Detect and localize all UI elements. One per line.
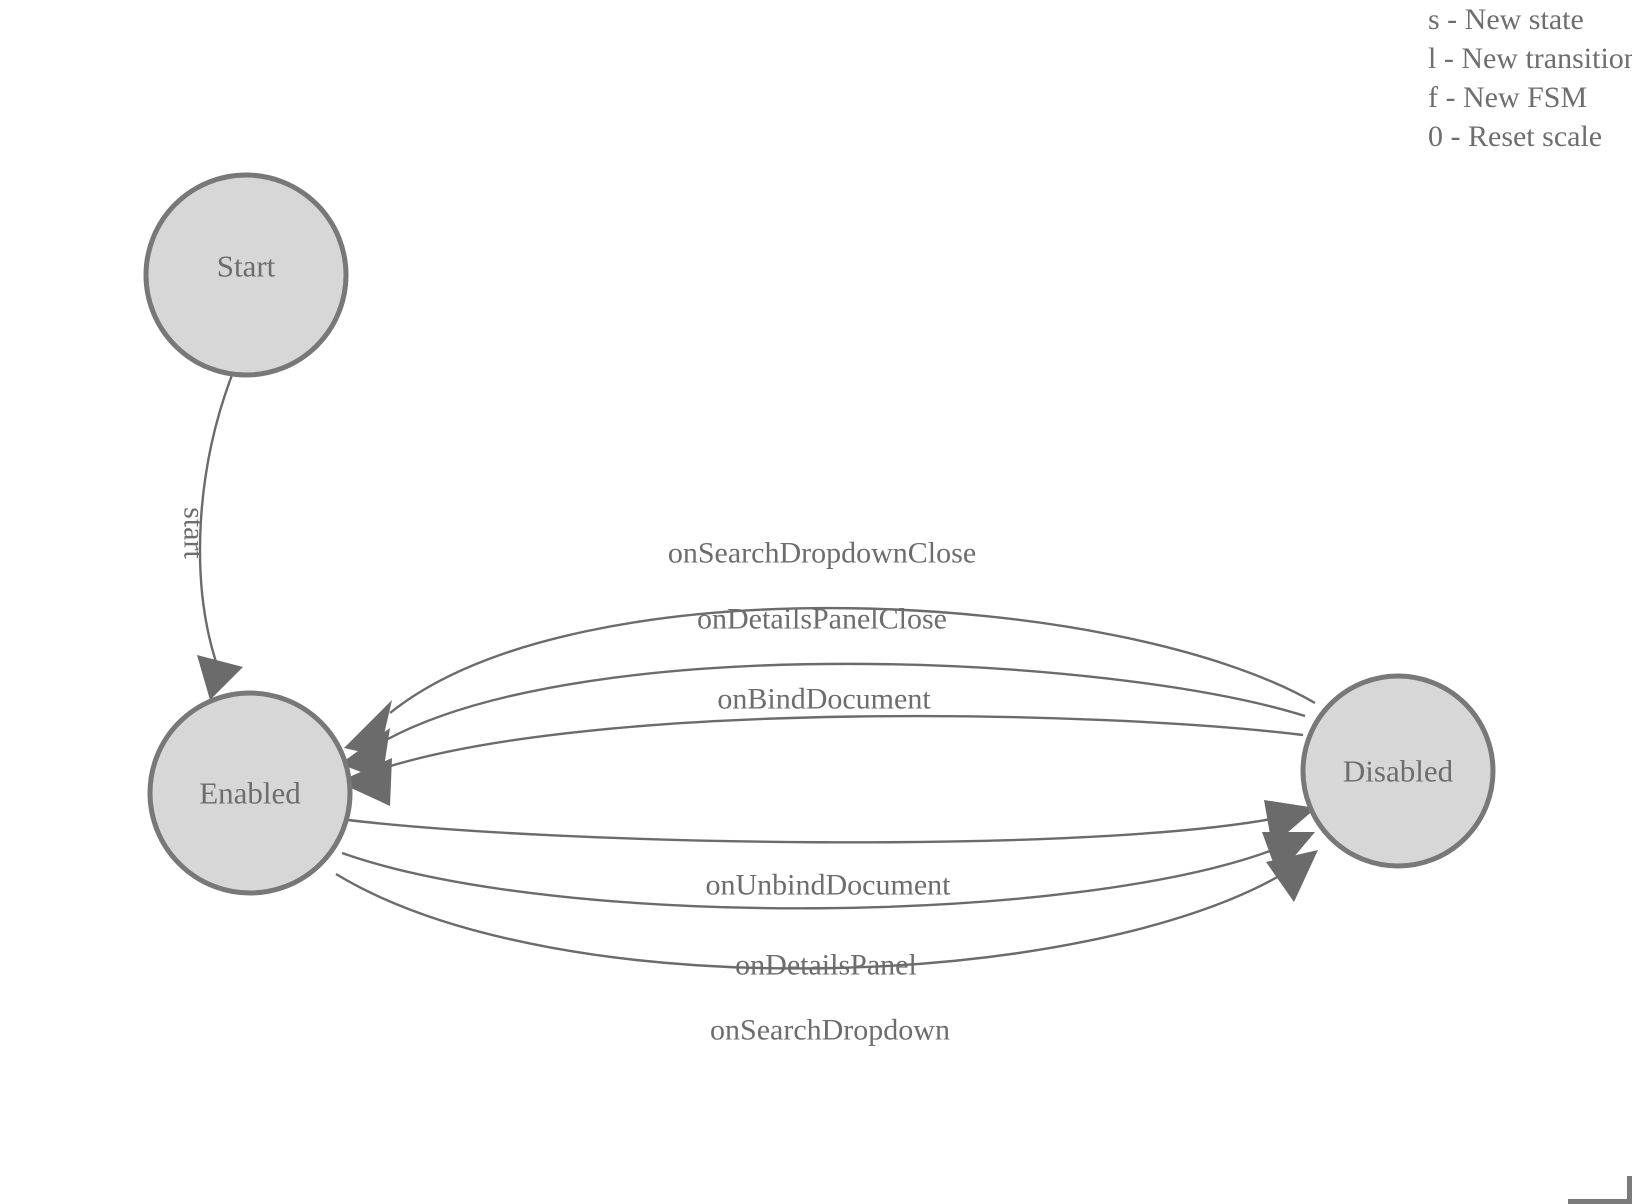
- state-label-start: Start: [217, 249, 276, 284]
- edge-label-ondetailspanelclose: onDetailsPanelClose: [697, 603, 947, 636]
- transition-onsearchdropdown[interactable]: onSearchDropdown: [335, 850, 1318, 1047]
- state-node-start[interactable]: Start: [143, 172, 349, 378]
- edge-path-onsearchdropdownclose[interactable]: [389, 606, 1316, 714]
- edge-path-ondetailspanel[interactable]: [341, 846, 1279, 910]
- arrow-head-onsearchdropdown: [1266, 850, 1318, 902]
- transition-start[interactable]: start: [178, 374, 244, 700]
- edge-label-onsearchdropdown: onSearchDropdown: [710, 1014, 950, 1047]
- state-node-disabled[interactable]: Disabled: [1300, 673, 1496, 869]
- edge-label-onunbinddocument: onUnbindDocument: [706, 869, 952, 902]
- edge-label-onsearchdropdownclose: onSearchDropdownClose: [668, 537, 976, 570]
- edge-label-onbinddocument: onBindDocument: [717, 683, 931, 716]
- edge-path-onsearchdropdown[interactable]: [335, 870, 1287, 970]
- state-node-enabled[interactable]: Enabled: [147, 690, 353, 896]
- state-circle-disabled[interactable]: [1300, 673, 1496, 869]
- state-circle-start[interactable]: [143, 172, 349, 378]
- transition-onbinddocument[interactable]: onBindDocument: [338, 683, 1304, 807]
- arrow-head-onbinddocument: [338, 758, 392, 806]
- transition-onunbinddocument[interactable]: onUnbindDocument: [347, 800, 1316, 902]
- transition-ondetailspanel[interactable]: onDetailsPanel: [341, 832, 1315, 982]
- edge-path-onunbinddocument[interactable]: [347, 816, 1278, 844]
- arrow-head-start: [197, 655, 243, 700]
- state-label-enabled: Enabled: [199, 776, 301, 811]
- edge-path-onbinddocument[interactable]: [383, 714, 1304, 770]
- edge-label-start: start: [178, 507, 211, 559]
- state-circle-enabled[interactable]: [147, 690, 353, 896]
- edge-path-ondetailspanelclose[interactable]: [385, 662, 1306, 742]
- state-label-disabled: Disabled: [1343, 754, 1454, 789]
- edge-path-start[interactable]: [198, 374, 234, 663]
